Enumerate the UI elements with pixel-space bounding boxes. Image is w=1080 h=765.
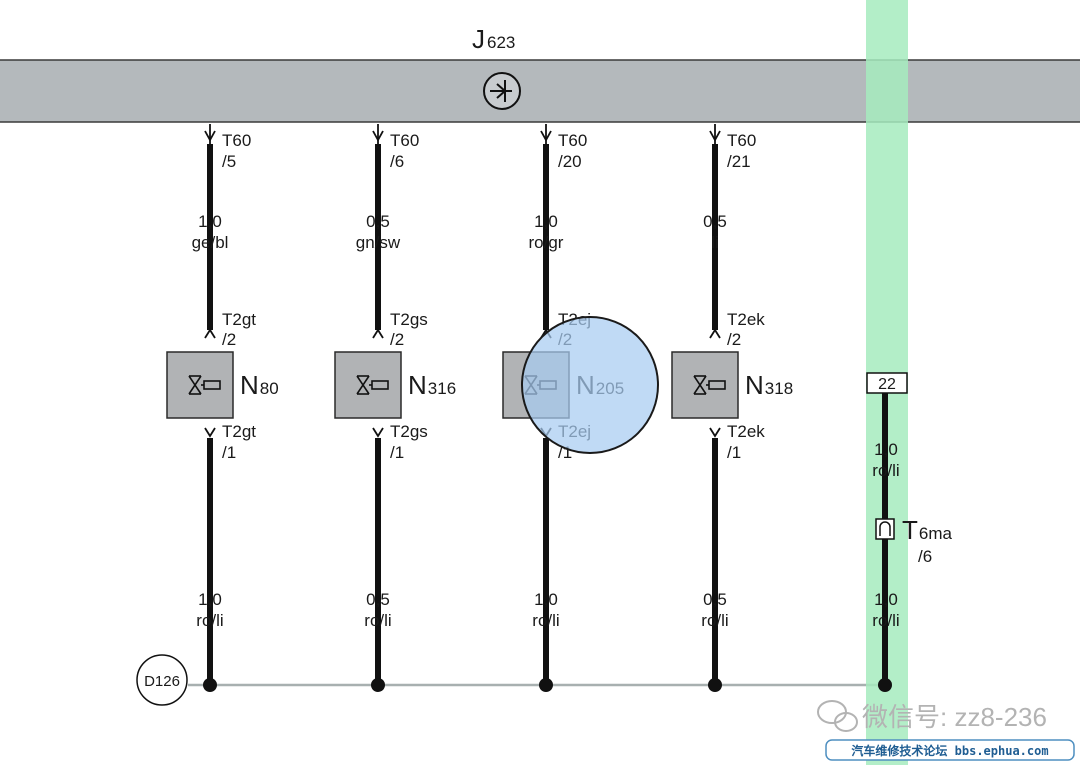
- connector-arrow-down-icon: [372, 427, 384, 438]
- junction-dot: [371, 678, 385, 692]
- footer-text: 汽车维修技术论坛 bbs.ephua.com: [851, 743, 1048, 758]
- connector-bottom-pin: /1: [390, 443, 404, 462]
- junction-dot: [539, 678, 553, 692]
- top-pin-label: T60: [558, 131, 587, 150]
- lower-color: ro/li: [532, 611, 559, 630]
- solenoid-valve-icon: [356, 375, 389, 395]
- connector-top-pin: /2: [390, 330, 404, 349]
- valve-box: [671, 351, 739, 419]
- connector-bottom-pin: /1: [222, 443, 236, 462]
- connector-bottom-pin: /1: [727, 443, 741, 462]
- upper-color: li: [711, 233, 719, 252]
- branch-connector-label: T6ma: [902, 515, 953, 545]
- valve-box: [334, 351, 402, 419]
- ecu-bar: [0, 60, 1080, 122]
- connector-bottom-label: T2gt: [222, 422, 256, 441]
- connector-arrow-up-icon: [204, 328, 216, 339]
- branch-upper-gauge: 1,0: [874, 440, 898, 459]
- inline-connector-icon: [875, 518, 895, 540]
- lower-gauge: 1,0: [198, 590, 222, 609]
- ground-point-circle: [136, 654, 188, 706]
- top-pin-label: T60: [222, 131, 251, 150]
- lower-color: ro/li: [701, 611, 728, 630]
- branch-upper-color: ro/li: [872, 461, 899, 480]
- connector-bottom-label: T2ek: [727, 422, 765, 441]
- upper-color: gn/sw: [356, 233, 401, 252]
- connector-arrow-down-icon: [204, 427, 216, 438]
- upper-gauge: 1,0: [534, 212, 558, 231]
- branch-ref-number: 22: [878, 376, 896, 393]
- connector-top-label: T2gs: [390, 310, 428, 329]
- lower-color: ro/li: [364, 611, 391, 630]
- ground-label: D126: [144, 673, 180, 690]
- upper-color: ro/gr: [529, 233, 564, 252]
- top-pin-number: /6: [390, 152, 404, 171]
- connector-bottom-label: T2gs: [390, 422, 428, 441]
- component-label: N316: [408, 370, 456, 400]
- connector-top-pin: /2: [727, 330, 741, 349]
- watermark-text: 微信号: zz8-236: [862, 702, 1047, 732]
- footer-banner: 汽车维修技术论坛 bbs.ephua.com: [825, 739, 1075, 761]
- lower-color: ro/li: [196, 611, 223, 630]
- junction-dot: [203, 678, 217, 692]
- wechat-icon: [817, 700, 858, 732]
- top-pin-number: /5: [222, 152, 236, 171]
- component-label: N318: [745, 370, 793, 400]
- valve-columns: T60/51,0ge/blT2gt/2N80T2gt/11,0ro/liT60/…: [166, 124, 793, 692]
- upper-gauge: 1,0: [198, 212, 222, 231]
- connector-top-label: T2ek: [727, 310, 765, 329]
- lower-gauge: 0,5: [703, 590, 727, 609]
- top-pin-number: /20: [558, 152, 582, 171]
- footer-frame: [825, 739, 1075, 761]
- connector-arrow-down-icon: [709, 427, 721, 438]
- connector-arrow-up-icon: [372, 328, 384, 339]
- top-pin-label: T60: [390, 131, 419, 150]
- connector-arrow-up-icon: [709, 328, 721, 339]
- branch-column: 22 1,0 ro/li T6ma /6 1,0 ro/li: [866, 0, 953, 765]
- upper-gauge: 0,5: [703, 212, 727, 231]
- solenoid-valve-icon: [188, 375, 221, 395]
- component-label: N80: [240, 370, 279, 400]
- valve-box: [166, 351, 234, 419]
- lower-gauge: 1,0: [534, 590, 558, 609]
- upper-gauge: 0,5: [366, 212, 390, 231]
- branch-junction-dot: [878, 678, 892, 692]
- branch-lower-color: ro/li: [872, 611, 899, 630]
- connector-top-label: T2gt: [222, 310, 256, 329]
- branch-lower-gauge: 1,0: [874, 590, 898, 609]
- watermark: 微信号: zz8-236: [817, 700, 1047, 732]
- top-pin-number: /21: [727, 152, 751, 171]
- upper-color: ge/bl: [192, 233, 229, 252]
- magnifier-highlight: [521, 316, 659, 454]
- junction-dot: [708, 678, 722, 692]
- branch-ref-box: [866, 372, 908, 394]
- lower-gauge: 0,5: [366, 590, 390, 609]
- connector-top-pin: /2: [222, 330, 236, 349]
- solenoid-valve-icon: [693, 375, 726, 395]
- top-pin-label: T60: [727, 131, 756, 150]
- ecu-control-symbol-icon: [483, 72, 521, 110]
- branch-connector-pin: /6: [918, 547, 932, 566]
